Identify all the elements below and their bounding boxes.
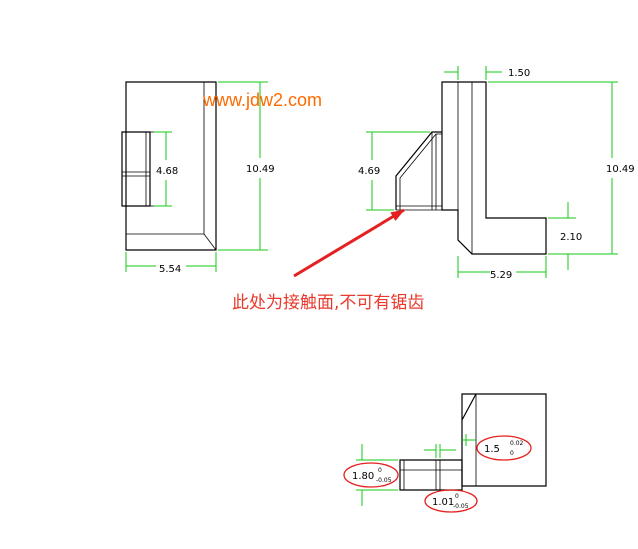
tol-slot-width-lower: -0.05 [453, 503, 469, 510]
dim-bottom-step: 1.5 [484, 444, 500, 455]
dim-right-ramp-height: 4.69 [358, 166, 380, 177]
dim-left-width: 5.54 [159, 264, 181, 275]
watermark: www.jdw2.com [202, 90, 322, 110]
tol-step-lower: 0 [510, 450, 514, 457]
dim-left-tab-height: 4.68 [156, 166, 178, 177]
left-view-inner-edge [126, 82, 205, 235]
callout-tab-height [343, 462, 399, 488]
contact-surface-arrow [293, 208, 405, 278]
callout-slot-width [424, 489, 478, 513]
tol-step-upper: 0.02 [510, 440, 524, 447]
bottom-view-dimensions [356, 434, 476, 506]
bottom-view-tab [399, 459, 463, 491]
dim-left-height: 10.49 [246, 164, 275, 175]
tol-tab-height-lower: -0.05 [376, 477, 392, 484]
dim-bottom-tab-height: 1.80 [352, 471, 374, 482]
bottom-view-outline [461, 393, 547, 487]
dim-right-foot-height: 2.10 [560, 232, 582, 243]
right-view: 1.50 10.49 4.69 2.10 5.29 [358, 66, 635, 281]
dim-bottom-slot-width: 1.01 [432, 497, 454, 508]
contact-ramp [395, 131, 442, 210]
dim-right-height: 10.49 [606, 164, 635, 175]
right-view-dimensions [366, 66, 618, 278]
dim-right-top-offset: 1.50 [508, 68, 530, 79]
left-view: 4.68 10.49 5.54 [121, 81, 275, 275]
dim-right-base-width: 5.29 [490, 270, 512, 281]
tol-slot-width-upper: 0 [455, 493, 459, 500]
right-view-outline [441, 81, 547, 255]
left-view-dimensions [125, 81, 268, 272]
bottom-view: 1.80 0 -0.05 1.01 0 -0.05 1.5 0.02 0 [343, 393, 547, 513]
callout-step [476, 435, 532, 461]
tol-tab-height-upper: 0 [378, 467, 382, 474]
contact-surface-note: 此处为接触面,不可有锯齿 [232, 293, 424, 313]
